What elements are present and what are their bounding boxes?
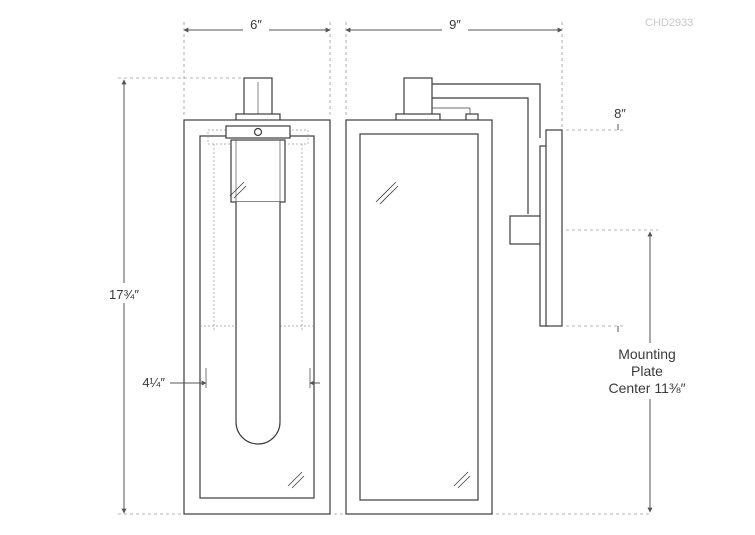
- overall-height-label: 17¾″: [109, 287, 139, 302]
- side-depth-label: 9″: [449, 17, 461, 32]
- side-outer-frame: [345, 119, 493, 515]
- arm-lower: [432, 97, 529, 214]
- side-view: [345, 77, 563, 515]
- side-glass-panel: [359, 133, 479, 501]
- socket-cup: [225, 125, 291, 139]
- side-top-cap: [403, 77, 433, 119]
- mounting-plate: [545, 129, 563, 327]
- bulb-height-dimension: 4¼″: [142, 368, 320, 390]
- product-code: CHD2933: [645, 17, 693, 29]
- mounting-center-label-1: Mounting: [618, 346, 676, 362]
- side-depth-dimension: 9″: [345, 14, 563, 128]
- front-view: [183, 77, 331, 515]
- bulb-height-label: 4¼″: [142, 375, 165, 390]
- arm-upper: [432, 83, 541, 138]
- mounting-center-dimension: Mounting Plate Center 11⅜″: [566, 229, 686, 513]
- plate-height-label: 8″: [614, 106, 626, 121]
- front-width-dimension: 6″: [183, 14, 331, 118]
- mounting-center-label-3: Center 11⅜″: [608, 380, 685, 396]
- plate-height-dimension: 8″: [566, 106, 626, 332]
- tube-bulb: [235, 202, 281, 445]
- mounting-center-label-2: Plate: [631, 363, 663, 379]
- front-width-label: 6″: [250, 17, 262, 32]
